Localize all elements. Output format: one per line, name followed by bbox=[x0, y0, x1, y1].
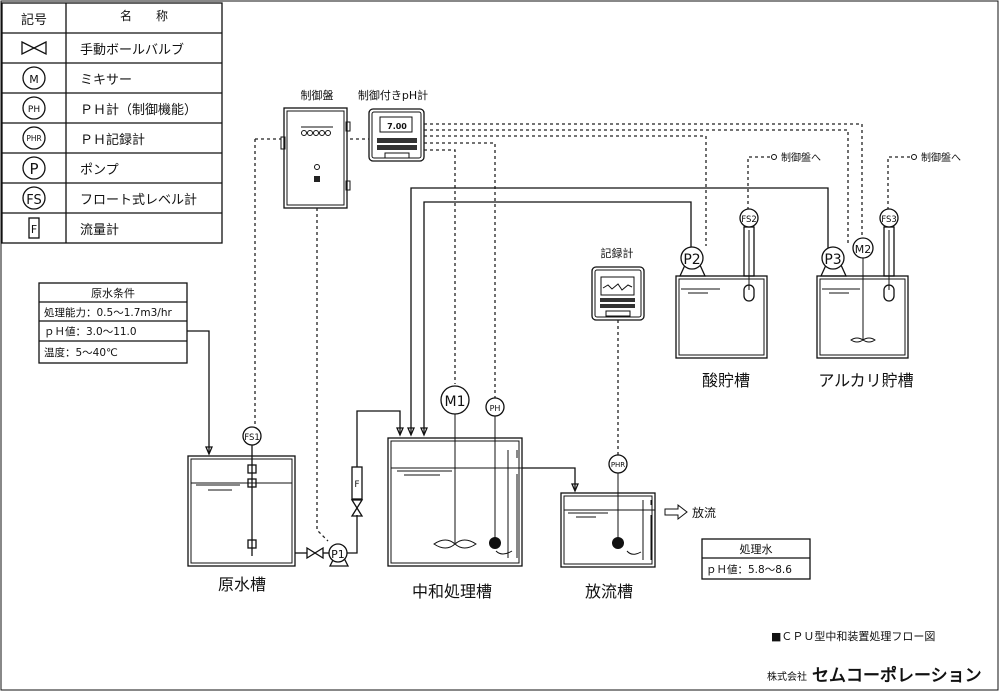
float-switch-fs1: FS1 bbox=[242, 426, 262, 446]
svg-text:FS2: FS2 bbox=[741, 215, 757, 225]
svg-text:PH: PH bbox=[490, 404, 501, 413]
mixer-m1: M1 bbox=[440, 385, 470, 415]
ph-controller: 制御付きpH計 7.00 bbox=[358, 88, 428, 162]
svg-text:M2: M2 bbox=[855, 243, 872, 256]
float-level-icon: FS bbox=[22, 186, 46, 210]
raw-water-tank: FS1 原水槽 bbox=[187, 426, 296, 594]
conditions-ph: ｐＨ値：3.0〜11.0 bbox=[44, 325, 137, 338]
dosing-pipes bbox=[407, 187, 829, 437]
pump-p2: P2 bbox=[678, 246, 707, 277]
svg-text:P2: P2 bbox=[683, 252, 700, 268]
tank-label-raw: 原水槽 bbox=[218, 575, 266, 594]
figure-title: ■ＣＰＵ型中和装置処理フロー図 bbox=[771, 629, 935, 643]
legend-name: ＰＨ記録計 bbox=[80, 132, 145, 148]
ph-sensor: PH bbox=[485, 397, 505, 417]
legend-name: ＰＨ計（制御機能） bbox=[80, 102, 197, 118]
flowmeter-icon: F bbox=[28, 217, 40, 239]
svg-text:P3: P3 bbox=[824, 252, 841, 268]
signal-lines: 制御盤へ 制御盤へ bbox=[254, 123, 961, 542]
ball-valve-icon bbox=[306, 546, 324, 560]
pump-p3: P3 bbox=[819, 246, 848, 277]
discharge-tank: PHR 放流槽 bbox=[560, 454, 656, 601]
tank-label-alkali: アルカリ貯槽 bbox=[818, 371, 913, 390]
pump-p1: P1 bbox=[328, 543, 350, 567]
svg-text:PHR: PHR bbox=[26, 134, 41, 143]
flowmeter: F bbox=[351, 466, 363, 500]
terminal-icon bbox=[771, 154, 777, 160]
svg-text:FS3: FS3 bbox=[881, 215, 897, 225]
svg-text:PH: PH bbox=[28, 105, 40, 115]
conditions-capacity: 処理能力：0.5〜1.7m3/hr bbox=[44, 306, 172, 319]
legend-name: フロート式レベル計 bbox=[80, 192, 197, 208]
ph-meter-icon: PH bbox=[22, 96, 46, 120]
svg-text:PHR: PHR bbox=[611, 461, 625, 469]
neutralization-tank: M1 PH 中和処理槽 bbox=[387, 385, 575, 601]
svg-text:M: M bbox=[29, 73, 39, 86]
control-panel-label: 制御盤 bbox=[301, 88, 334, 102]
tank-label-discharge: 放流槽 bbox=[585, 582, 633, 601]
svg-text:P: P bbox=[29, 160, 38, 178]
company-name: セムコーポレーション bbox=[812, 665, 982, 686]
to-panel-label: 制御盤へ bbox=[921, 151, 961, 164]
recorder-label: 記録計 bbox=[601, 246, 634, 260]
svg-text:F: F bbox=[354, 480, 359, 490]
legend-header-symbol: 記号 bbox=[21, 12, 47, 28]
legend-header-name: 名 称 bbox=[120, 8, 168, 23]
ph-recorder-icon: PHR bbox=[22, 126, 46, 150]
treated-water-title: 処理水 bbox=[740, 543, 773, 556]
raw-water-conditions-table: 原水条件 処理能力：0.5〜1.7m3/hr ｐＨ値：3.0〜11.0 温度：5… bbox=[38, 282, 188, 364]
svg-text:P1: P1 bbox=[331, 548, 345, 561]
acid-storage-tank: P2 FS2 酸貯槽 bbox=[675, 208, 768, 390]
float-switch-fs3: FS3 bbox=[879, 208, 899, 228]
svg-text:M1: M1 bbox=[445, 394, 466, 410]
treated-water-ph: ｐＨ値：5.8〜8.6 bbox=[706, 563, 792, 576]
svg-text:FS1: FS1 bbox=[244, 433, 260, 443]
ph-display-value: 7.00 bbox=[387, 122, 407, 131]
legend-name: ミキサー bbox=[80, 73, 132, 88]
treated-water-table: 処理水 ｐＨ値：5.8〜8.6 bbox=[701, 538, 811, 580]
terminal-icon bbox=[911, 154, 917, 160]
discharge-arrow-icon bbox=[664, 503, 688, 521]
legend-name: 流量計 bbox=[80, 222, 119, 238]
legend-table: 記号 名 称 手動ボールバルブ M ミキサー PH ＰＨ計（制御機能） PHR … bbox=[1, 2, 223, 244]
conditions-temp: 温度：5〜40℃ bbox=[44, 346, 118, 359]
to-panel-label: 制御盤へ bbox=[781, 151, 821, 164]
ball-valve-icon bbox=[350, 499, 364, 517]
mixer-m2: M2 bbox=[852, 237, 874, 259]
ball-valve-icon bbox=[21, 40, 47, 56]
tank-label-acid: 酸貯槽 bbox=[702, 371, 750, 390]
pump-icon: P bbox=[22, 156, 46, 180]
mixer-icon: M bbox=[22, 66, 46, 90]
discharge-label: 放流 bbox=[692, 505, 716, 520]
alkali-storage-tank: P3 M2 FS3 アルカリ貯槽 bbox=[816, 208, 914, 390]
legend-name: 手動ボールバルブ bbox=[80, 42, 184, 58]
legend-name: ポンプ bbox=[80, 163, 119, 178]
company-prefix: 株式会社 bbox=[767, 670, 807, 683]
tank-label-neutralization: 中和処理槽 bbox=[412, 582, 492, 601]
inlet-pipe bbox=[187, 330, 210, 453]
ph-controller-label: 制御付きpH計 bbox=[358, 88, 428, 102]
ph-recorder-sensor: PHR bbox=[608, 454, 628, 474]
svg-text:FS: FS bbox=[26, 193, 42, 208]
ph-recorder-unit: 記録計 bbox=[591, 246, 645, 321]
control-panel: 制御盤 bbox=[280, 88, 351, 209]
conditions-title: 原水条件 bbox=[91, 286, 135, 300]
float-switch-fs2: FS2 bbox=[739, 208, 759, 228]
svg-text:F: F bbox=[31, 223, 37, 236]
